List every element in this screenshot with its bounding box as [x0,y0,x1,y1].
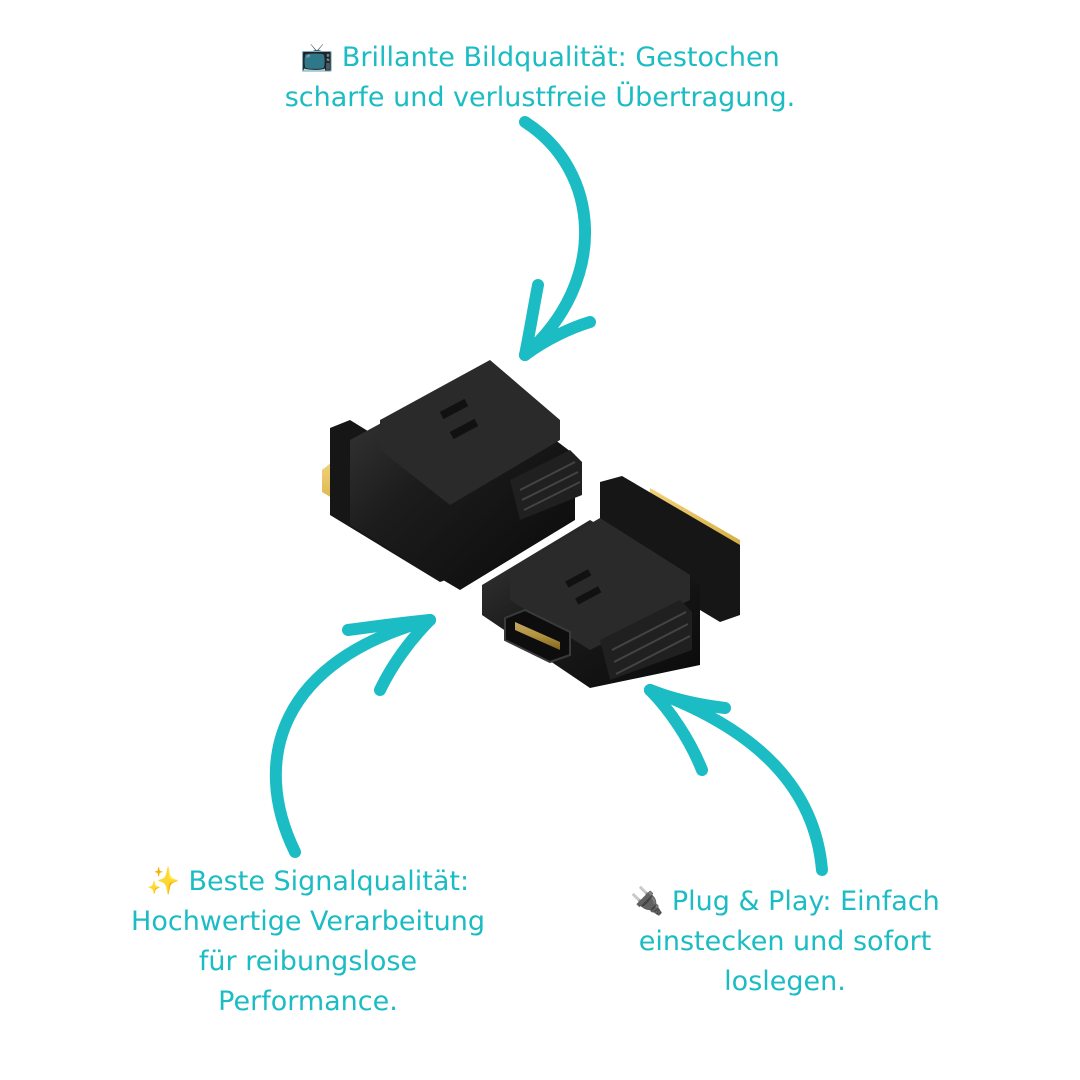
curved-arrow-icon [644,684,828,876]
callout-line: Performance. [218,986,398,1017]
callout-line: Beste Signalqualität: [188,866,470,897]
plug-icon: 🔌 [630,886,664,917]
callout-line: scharfe und verlustfreie Übertragung. [284,82,796,113]
callout-line: Hochwertige Verarbeitung [131,906,485,937]
curved-arrow-icon [519,116,596,361]
callout-line: für reibungslose [198,946,418,977]
feature-callout-image-quality: 📺Brillante Bildqualität: Gestochen schar… [240,38,840,118]
dvi-adapter-1 [322,360,582,590]
hdmi-adapter-2 [482,476,740,688]
callout-line: Brillante Bildqualität: Gestochen [341,42,780,73]
callout-line: loslegen. [724,966,846,997]
curved-arrow-icon [269,614,436,858]
feature-callout-plug-and-play: 🔌Plug & Play: Einfach einstecken und sof… [600,882,970,1002]
callout-line: einstecken und sofort [638,926,932,957]
tv-icon: 📺 [300,42,334,73]
sparkles-icon: ✨ [146,866,181,897]
feature-callout-signal-quality: ✨Beste Signalqualität: Hochwertige Verar… [108,862,508,1022]
callout-line: Plug & Play: Einfach [671,886,940,917]
